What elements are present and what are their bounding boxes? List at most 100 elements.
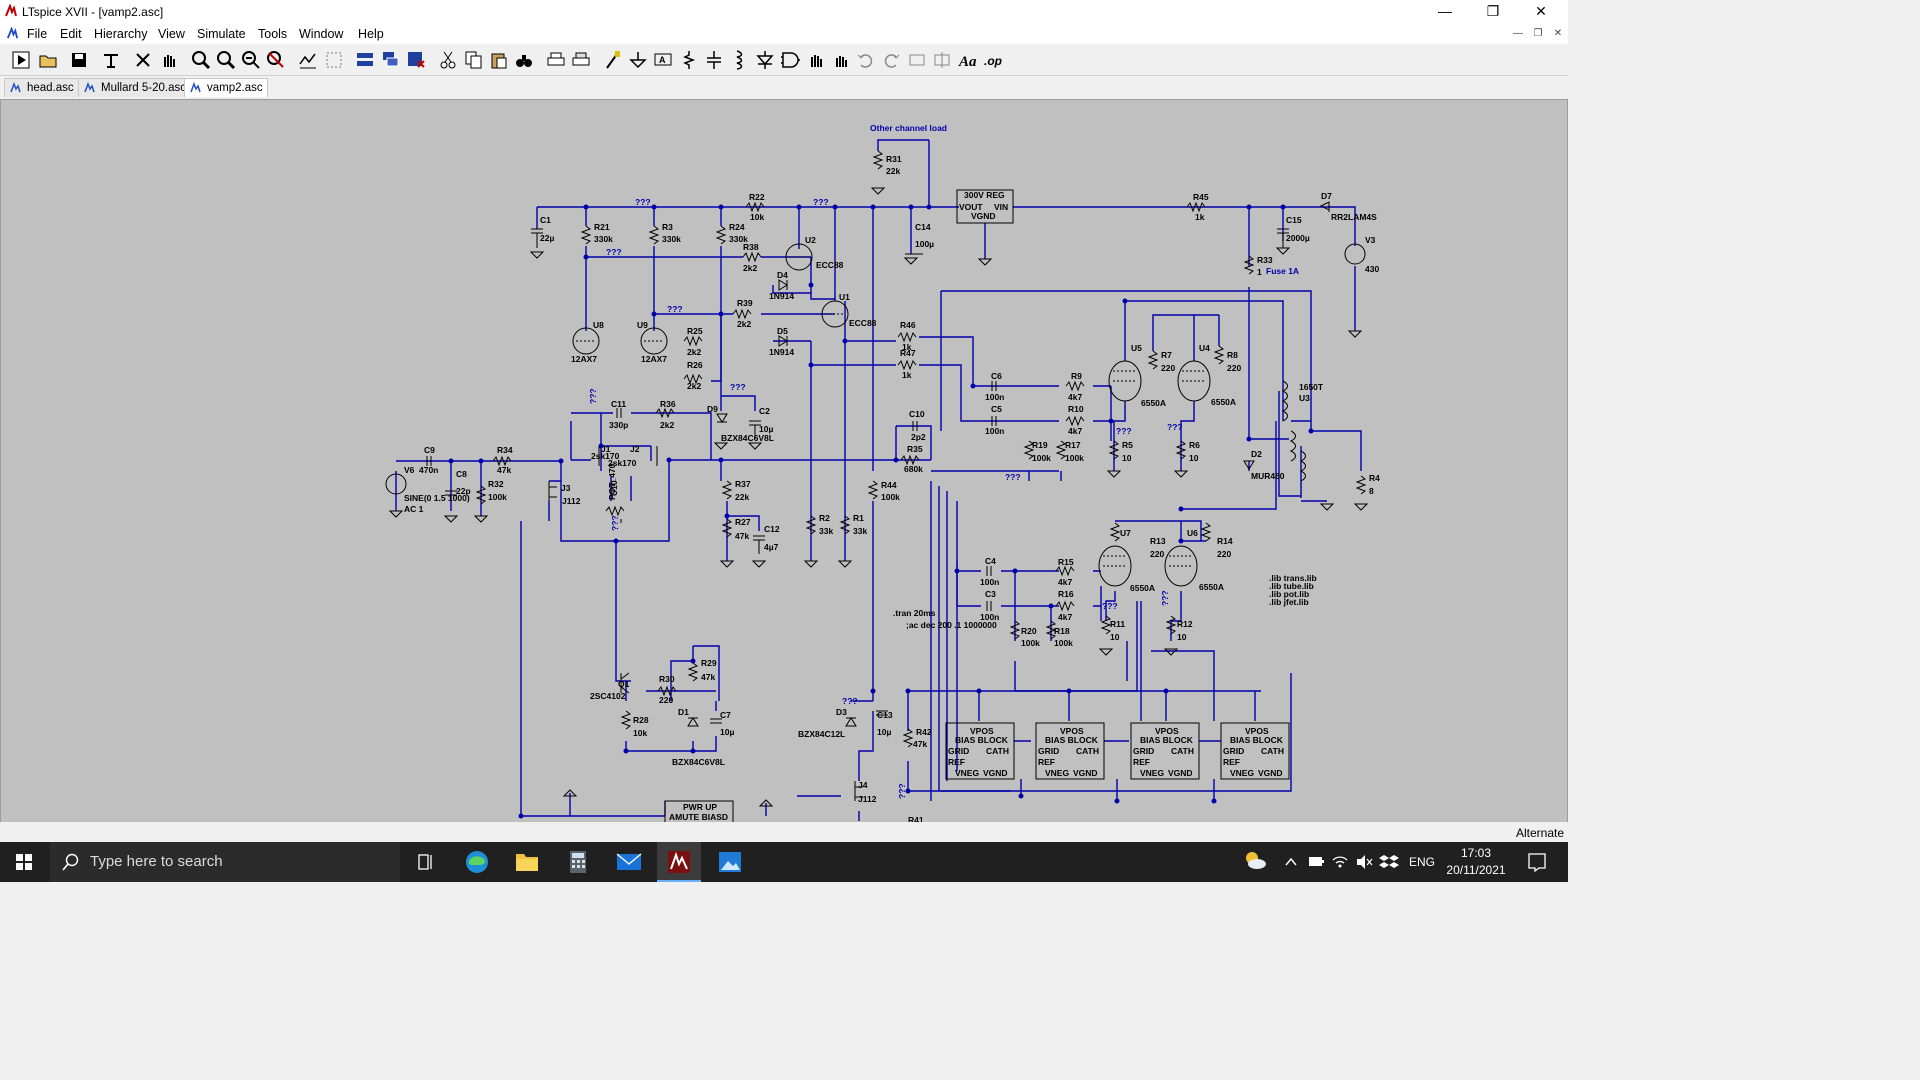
component-ref: U5	[1131, 343, 1142, 353]
minimize-button[interactable]: —	[1438, 3, 1452, 19]
zoom-fit-icon[interactable]	[265, 49, 287, 71]
component-value: 4µ7	[764, 542, 779, 552]
component-labels: C122µR21330kR3330kR24330kR2210kR382k2U2E…	[404, 154, 1380, 822]
component-icon[interactable]	[779, 49, 801, 71]
menu-tools[interactable]: Tools	[258, 27, 288, 41]
resistor-icon[interactable]	[678, 49, 700, 71]
svg-text:.op: .op	[984, 54, 1002, 68]
file-explorer-icon[interactable]	[505, 842, 549, 882]
halt-icon[interactable]	[132, 49, 154, 71]
tab-head-asc[interactable]: head.asc	[4, 78, 79, 97]
weather-icon[interactable]	[1240, 842, 1270, 882]
draft-icon[interactable]	[323, 49, 345, 71]
redo-icon[interactable]	[880, 49, 902, 71]
cascade-icon[interactable]	[380, 49, 402, 71]
start-button[interactable]	[0, 842, 48, 882]
maximize-button[interactable]: ❐	[1486, 3, 1500, 19]
component-ref: R38	[743, 242, 759, 252]
print-preview-icon[interactable]	[570, 49, 592, 71]
chevron-up-icon[interactable]	[1282, 842, 1300, 882]
mail-icon[interactable]	[607, 842, 651, 882]
component-value: 47k	[701, 672, 715, 682]
component-value: 330k	[662, 234, 681, 244]
ltspice-icon[interactable]	[657, 842, 701, 882]
control-panel-icon[interactable]	[100, 49, 122, 71]
bias-vneg: VNEG	[955, 768, 979, 778]
wifi-icon[interactable]	[1330, 842, 1350, 882]
mirror-icon[interactable]	[931, 49, 953, 71]
wire-icon[interactable]	[602, 49, 624, 71]
rotate-icon[interactable]	[906, 49, 928, 71]
component-value: 10µ	[759, 424, 773, 434]
capacitor-icon[interactable]	[703, 49, 725, 71]
move-icon[interactable]	[805, 49, 827, 71]
inductor-icon[interactable]	[728, 49, 750, 71]
ground-icon[interactable]	[627, 49, 649, 71]
component-ref: R47	[900, 348, 916, 358]
label-net-icon[interactable]: A	[652, 49, 674, 71]
photos-icon[interactable]	[708, 842, 752, 882]
ltspice-doc-icon[interactable]	[6, 27, 19, 40]
autorange-icon[interactable]	[297, 49, 319, 71]
spice-directive-icon[interactable]: .op	[982, 49, 1004, 71]
menu-window[interactable]: Window	[299, 27, 344, 41]
component-value: 4k7	[1058, 612, 1072, 622]
dropbox-icon[interactable]	[1378, 842, 1400, 882]
open-icon[interactable]	[37, 49, 59, 71]
lib-directive: .lib jfet.lib	[1269, 597, 1309, 607]
menu-simulate[interactable]: Simulate	[197, 27, 246, 41]
mdi-minimize-button[interactable]: —	[1513, 28, 1523, 39]
menu-hierarchy[interactable]: Hierarchy	[94, 27, 148, 41]
bias-ref: REF	[1223, 757, 1240, 767]
component-ref: D9	[707, 404, 718, 414]
menu-view[interactable]: View	[158, 27, 185, 41]
tab-mullard-asc[interactable]: Mullard 5-20.asc	[78, 78, 192, 97]
bias-ref: REF	[948, 757, 965, 767]
find-icon[interactable]	[513, 49, 535, 71]
undo-icon[interactable]	[855, 49, 877, 71]
diode-icon[interactable]	[754, 49, 776, 71]
svg-text:A: A	[659, 55, 666, 65]
cut-icon[interactable]	[437, 49, 459, 71]
copy-icon[interactable]	[463, 49, 485, 71]
component-value: 10	[1110, 632, 1120, 642]
volume-muted-icon[interactable]	[1354, 842, 1374, 882]
pan-icon[interactable]	[158, 49, 180, 71]
component-value: 12AX7	[641, 354, 667, 364]
mdi-close-button[interactable]: ✕	[1553, 28, 1563, 39]
task-view-icon[interactable]	[403, 842, 447, 882]
print-icon[interactable]	[545, 49, 567, 71]
component-ref: R3	[662, 222, 673, 232]
drag-icon[interactable]	[830, 49, 852, 71]
zoom-out-area-icon[interactable]	[215, 49, 237, 71]
component-value: 100n	[985, 392, 1004, 402]
clock[interactable]: 17:03 20/11/2021	[1440, 842, 1512, 882]
component-ref: C15	[1286, 215, 1302, 225]
paste-icon[interactable]	[488, 49, 510, 71]
calculator-icon[interactable]	[556, 842, 600, 882]
taskbar-search[interactable]: Type here to search	[50, 842, 400, 882]
menu-help[interactable]: Help	[358, 27, 384, 41]
net-label-unknown: ???	[1160, 590, 1170, 606]
zoom-out-icon[interactable]	[240, 49, 262, 71]
component-ref: J1	[601, 444, 611, 454]
text-icon[interactable]: Aa	[957, 49, 979, 71]
notifications-icon[interactable]	[1522, 842, 1552, 882]
battery-icon[interactable]	[1306, 842, 1326, 882]
tab-vamp2-asc[interactable]: vamp2.asc	[184, 78, 268, 97]
component-value: 220	[1161, 363, 1175, 373]
close-window-button[interactable]: ✕	[1535, 3, 1547, 19]
language-indicator[interactable]: ENG	[1408, 855, 1435, 869]
run-icon[interactable]	[10, 49, 32, 71]
edge-icon[interactable]	[455, 842, 499, 882]
zoom-in-icon[interactable]	[190, 49, 212, 71]
menu-edit[interactable]: Edit	[60, 27, 82, 41]
ltspice-app-icon[interactable]	[4, 4, 18, 18]
menu-file[interactable]: File	[27, 27, 48, 41]
save-icon[interactable]	[68, 49, 90, 71]
tile-icon[interactable]	[354, 49, 376, 71]
close-icon[interactable]	[405, 49, 427, 71]
mdi-restore-button[interactable]: ❐	[1533, 28, 1543, 39]
net-label-unknown: ???	[588, 388, 598, 404]
